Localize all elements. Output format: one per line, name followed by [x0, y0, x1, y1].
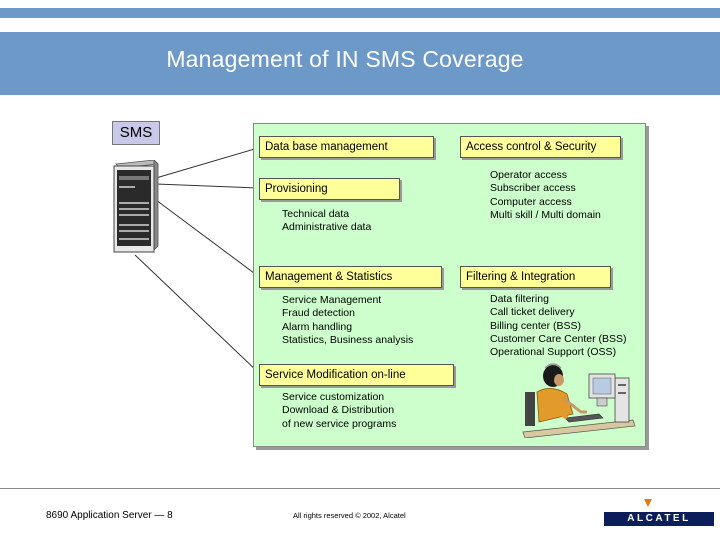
list-item: Computer access	[490, 195, 572, 208]
list-item: Operator access	[490, 169, 568, 181]
list-item: Call ticket delivery	[490, 306, 575, 319]
db-management-label: Data base management	[259, 136, 434, 158]
list-item: Alarm handling	[282, 320, 353, 333]
list-item: of new service programs	[282, 417, 397, 430]
footer-divider	[0, 488, 720, 489]
list-item: Multi skill / Multi domain	[490, 208, 601, 221]
mgmt-stats-label: Management & Statistics	[259, 266, 442, 288]
list-item: Statistics, Business analysis	[282, 333, 414, 346]
list-item: Data filtering	[490, 293, 549, 305]
access-list: Operator access Subscriber access Comput…	[490, 169, 601, 222]
page-title: Management of IN SMS Coverage	[166, 46, 524, 72]
list-item: Administrative data	[282, 221, 372, 234]
alcatel-logo: ALCATEL	[604, 512, 714, 526]
operator-workstation-icon	[522, 363, 636, 438]
provisioning-label: Provisioning	[259, 178, 400, 200]
alcatel-logo-mark-icon	[644, 499, 652, 507]
server-icon	[113, 160, 159, 253]
footer-page-label: 8690 Application Server — 8	[46, 510, 173, 521]
access-control-label: Access control & Security	[460, 136, 621, 158]
list-item: Service Management	[282, 294, 382, 306]
top-accent-strip	[0, 8, 720, 18]
filtering-list: Data filtering Call ticket delivery Bill…	[490, 293, 627, 359]
service-mod-list: Service customization Download & Distrib…	[282, 391, 396, 431]
list-item: Technical data	[282, 208, 350, 220]
list-item: Subscriber access	[490, 182, 576, 195]
footer-copyright: All rights reserved © 2002, Alcatel	[293, 511, 406, 520]
header-band	[0, 32, 720, 95]
sms-label: SMS	[112, 121, 160, 145]
list-item: Customer Care Center (BSS)	[490, 332, 627, 345]
service-mod-label: Service Modification on-line	[259, 364, 454, 386]
list-item: Service customization	[282, 391, 385, 403]
provisioning-list: Technical data Administrative data	[282, 208, 371, 235]
mgmt-stats-list: Service Management Fraud detection Alarm…	[282, 294, 413, 347]
list-item: Download & Distribution	[282, 404, 395, 417]
list-item: Fraud detection	[282, 307, 355, 320]
list-item: Operational Support (OSS)	[490, 346, 617, 359]
list-item: Billing center (BSS)	[490, 319, 582, 332]
filtering-label: Filtering & Integration	[460, 266, 611, 288]
